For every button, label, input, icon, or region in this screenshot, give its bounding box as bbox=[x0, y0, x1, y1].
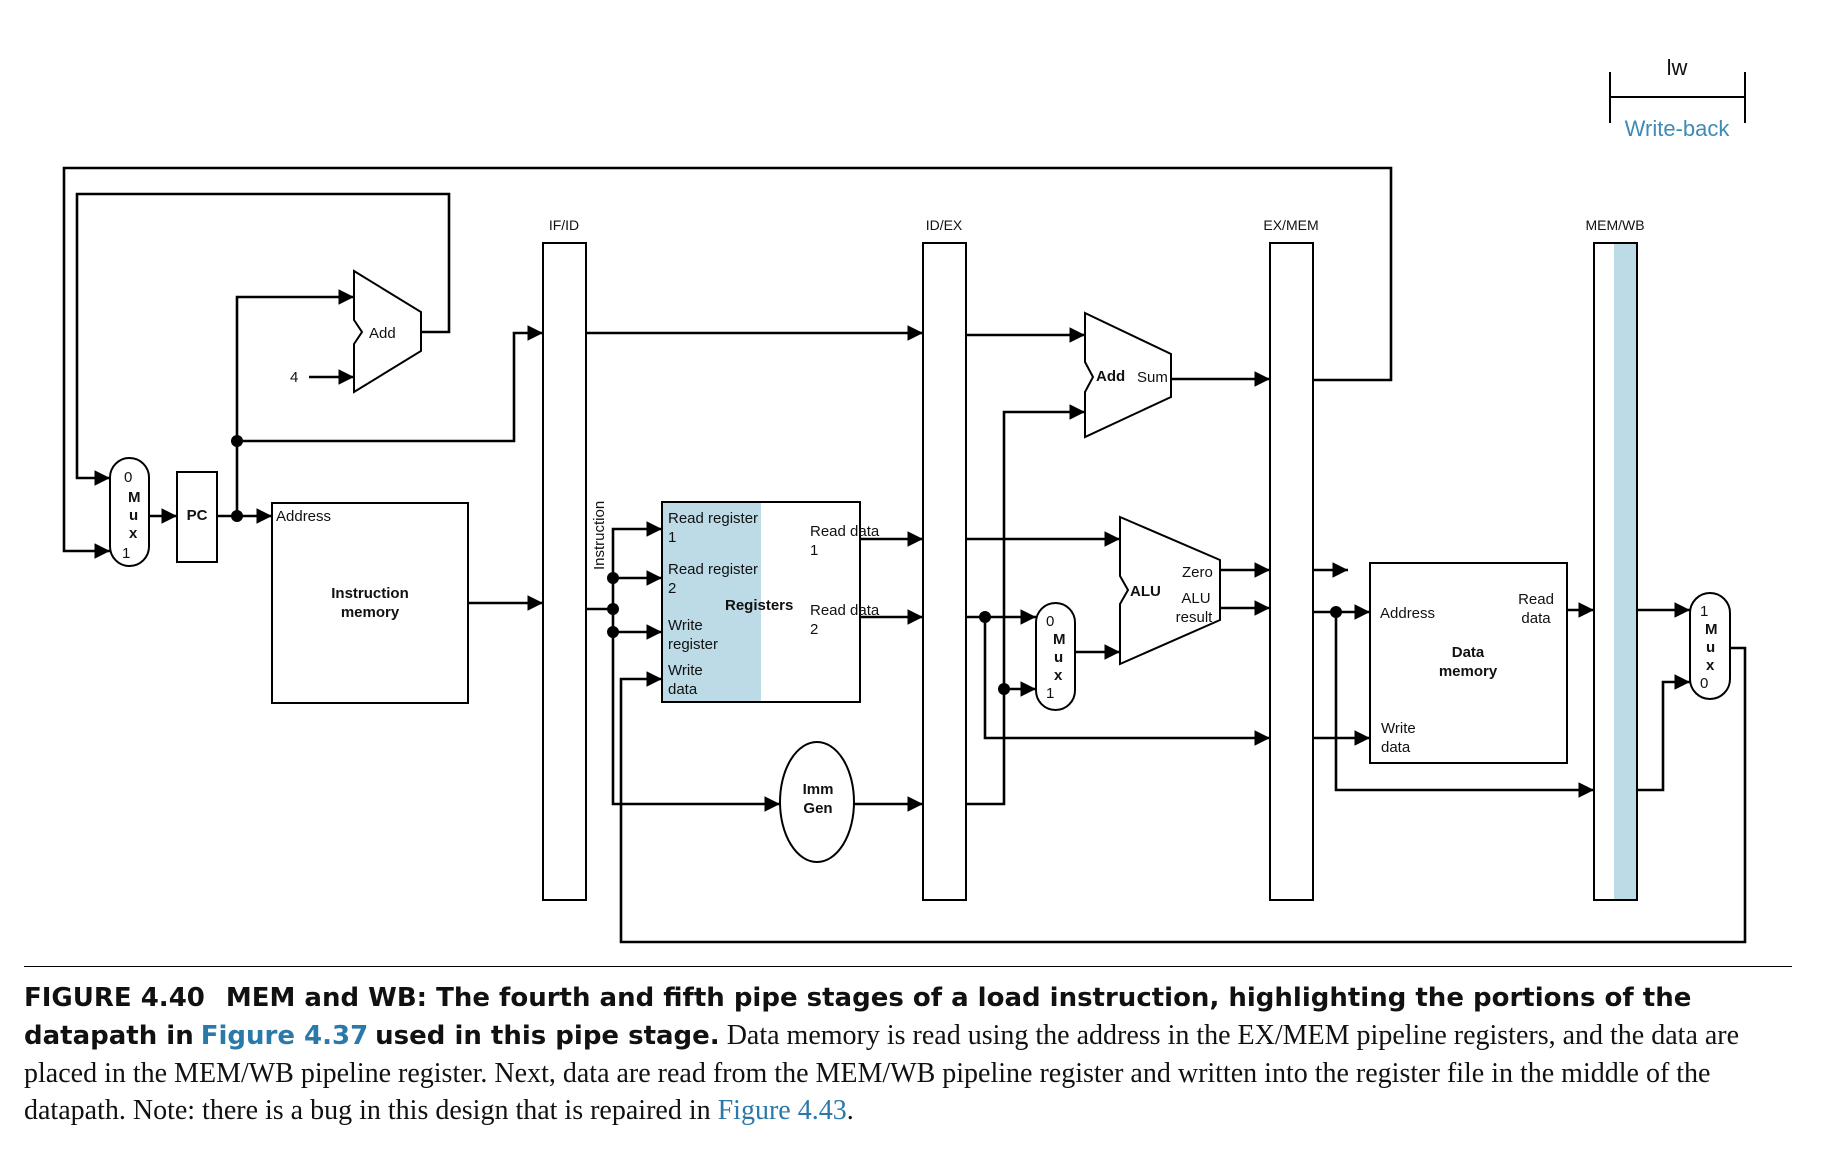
svg-text:0: 0 bbox=[1046, 613, 1054, 630]
im-label-line2: memory bbox=[341, 604, 400, 621]
svg-text:0: 0 bbox=[124, 469, 132, 486]
pc-adder-label: Add bbox=[369, 325, 396, 342]
pc-adder bbox=[353, 269, 422, 394]
caption-body-end: . bbox=[846, 1095, 854, 1126]
branch-adder bbox=[1084, 311, 1172, 439]
caption-body: Data memory is read using the address in… bbox=[24, 1020, 1740, 1126]
im-label-line1: Instruction bbox=[331, 585, 409, 602]
mem-wb-highlight bbox=[1614, 243, 1637, 900]
indicator-stage: Write-back bbox=[1625, 116, 1731, 141]
branch-adder-label: Add bbox=[1096, 368, 1125, 385]
svg-text:M: M bbox=[1705, 621, 1718, 638]
stage-indicator: lw Write-back bbox=[1609, 55, 1746, 141]
mem-wb-outline bbox=[1593, 242, 1638, 901]
alu-zero-label: Zero bbox=[1182, 564, 1213, 581]
const-four: 4 bbox=[290, 369, 298, 386]
dm-address-label: Address bbox=[1380, 605, 1435, 622]
caption-title-link[interactable]: Figure 4.37 bbox=[200, 1021, 369, 1051]
label-if-id: IF/ID bbox=[549, 217, 579, 233]
svg-text:u: u bbox=[1706, 639, 1715, 656]
label-mem-wb: MEM/WB bbox=[1585, 217, 1644, 233]
svg-text:M: M bbox=[128, 489, 141, 506]
alu-mux: 0 M u x 1 bbox=[1035, 602, 1076, 711]
im-address-label: Address bbox=[276, 508, 331, 525]
label-ex-mem: EX/MEM bbox=[1263, 217, 1318, 233]
caption-body-link[interactable]: Figure 4.43 bbox=[717, 1095, 847, 1126]
registers-label: Registers bbox=[725, 597, 793, 614]
branch-sum-label: Sum bbox=[1137, 369, 1168, 386]
label-id-ex: ID/EX bbox=[926, 217, 963, 233]
svg-text:M: M bbox=[1053, 631, 1066, 648]
caption-title: MEM and WB: The fourth and fifth pipe st… bbox=[24, 983, 1692, 1051]
svg-text:u: u bbox=[1054, 649, 1063, 666]
svg-text:1: 1 bbox=[1700, 603, 1708, 620]
caption-figure-number: FIGURE 4.40 bbox=[24, 983, 205, 1013]
pipeline-register-if-id bbox=[542, 242, 587, 901]
svg-text:0: 0 bbox=[1700, 675, 1708, 692]
caption-title-end: used in this pipe stage. bbox=[375, 1021, 720, 1051]
pipeline-register-id-ex bbox=[922, 242, 967, 901]
register-file-highlight bbox=[663, 503, 761, 701]
instruction-label: Instruction bbox=[591, 501, 608, 570]
svg-text:x: x bbox=[1054, 667, 1063, 684]
im-label: Instruction memory bbox=[331, 585, 409, 621]
svg-text:1: 1 bbox=[122, 545, 130, 562]
wb-mux: 1 M u x 0 bbox=[1689, 592, 1731, 700]
data-memory bbox=[1369, 562, 1568, 764]
svg-text:x: x bbox=[1706, 657, 1715, 674]
datapath-wires bbox=[62, 166, 1747, 944]
pc-label: PC bbox=[187, 507, 208, 524]
imm-gen bbox=[779, 741, 855, 863]
indicator-instruction: lw bbox=[1667, 55, 1688, 80]
pipeline-register-ex-mem bbox=[1269, 242, 1314, 901]
svg-text:1: 1 bbox=[1046, 685, 1054, 702]
junction-dots bbox=[231, 435, 1342, 695]
pc-mux: 0 M u x 1 bbox=[109, 457, 150, 567]
svg-text:u: u bbox=[129, 507, 138, 524]
figure-caption: FIGURE 4.40 MEM and WB: The fourth and f… bbox=[24, 966, 1792, 1129]
alu-label: ALU bbox=[1130, 583, 1161, 600]
instruction-memory bbox=[271, 502, 469, 704]
datapath-diagram: lw Write-back IF/ID ID/EX EX/MEM MEM/WB … bbox=[62, 55, 1747, 944]
svg-text:x: x bbox=[129, 525, 138, 542]
